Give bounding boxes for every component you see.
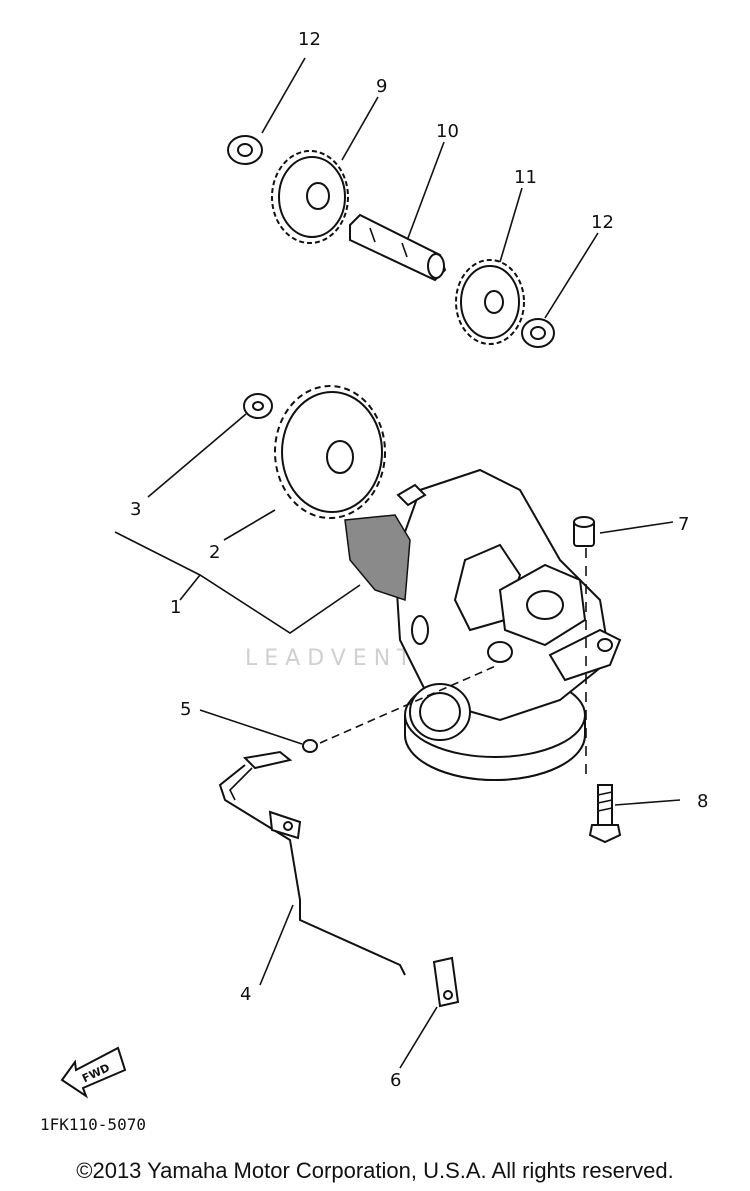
- leader-lines: [114, 57, 681, 1069]
- callout-12-left: 12: [298, 29, 321, 50]
- callout-5: 5: [180, 699, 191, 720]
- rod-part-4[interactable]: [218, 750, 406, 976]
- callout-10: 10: [436, 121, 459, 142]
- diagram-part-code: 1FK110-5070: [40, 1115, 146, 1134]
- copyright-notice: ©2013 Yamaha Motor Corporation, U.S.A. A…: [76, 1158, 674, 1183]
- callout-labels: 12 9 10 11 12 3 2 1 5 7 8 4 6: [130, 29, 708, 1091]
- o-ring-part-5[interactable]: [302, 739, 318, 753]
- callout-6: 6: [390, 1070, 401, 1091]
- circlip-part-12-left[interactable]: [227, 135, 263, 165]
- gear-part-11[interactable]: [455, 259, 525, 345]
- callout-3: 3: [130, 499, 141, 520]
- washer-part-3[interactable]: [243, 393, 273, 419]
- shaft-part-10[interactable]: [349, 213, 447, 282]
- circlip-part-12-right[interactable]: [521, 318, 555, 348]
- gear-part-9[interactable]: [271, 150, 349, 244]
- callout-4: 4: [240, 984, 251, 1005]
- oil-pump-assembly-part-1[interactable]: [344, 468, 622, 781]
- callout-11: 11: [514, 167, 537, 188]
- fwd-arrow-icon: FWD: [60, 1046, 127, 1099]
- plate-part-6[interactable]: [432, 956, 460, 1008]
- bolt-part-8[interactable]: [588, 784, 622, 844]
- callout-7: 7: [678, 514, 689, 535]
- callout-9: 9: [376, 76, 387, 97]
- collar-part-7[interactable]: [573, 516, 595, 547]
- gear-part-2[interactable]: [274, 385, 386, 519]
- callout-8: 8: [697, 791, 708, 812]
- callout-2: 2: [209, 542, 220, 563]
- callout-1: 1: [170, 597, 181, 618]
- callout-12-right: 12: [591, 212, 614, 233]
